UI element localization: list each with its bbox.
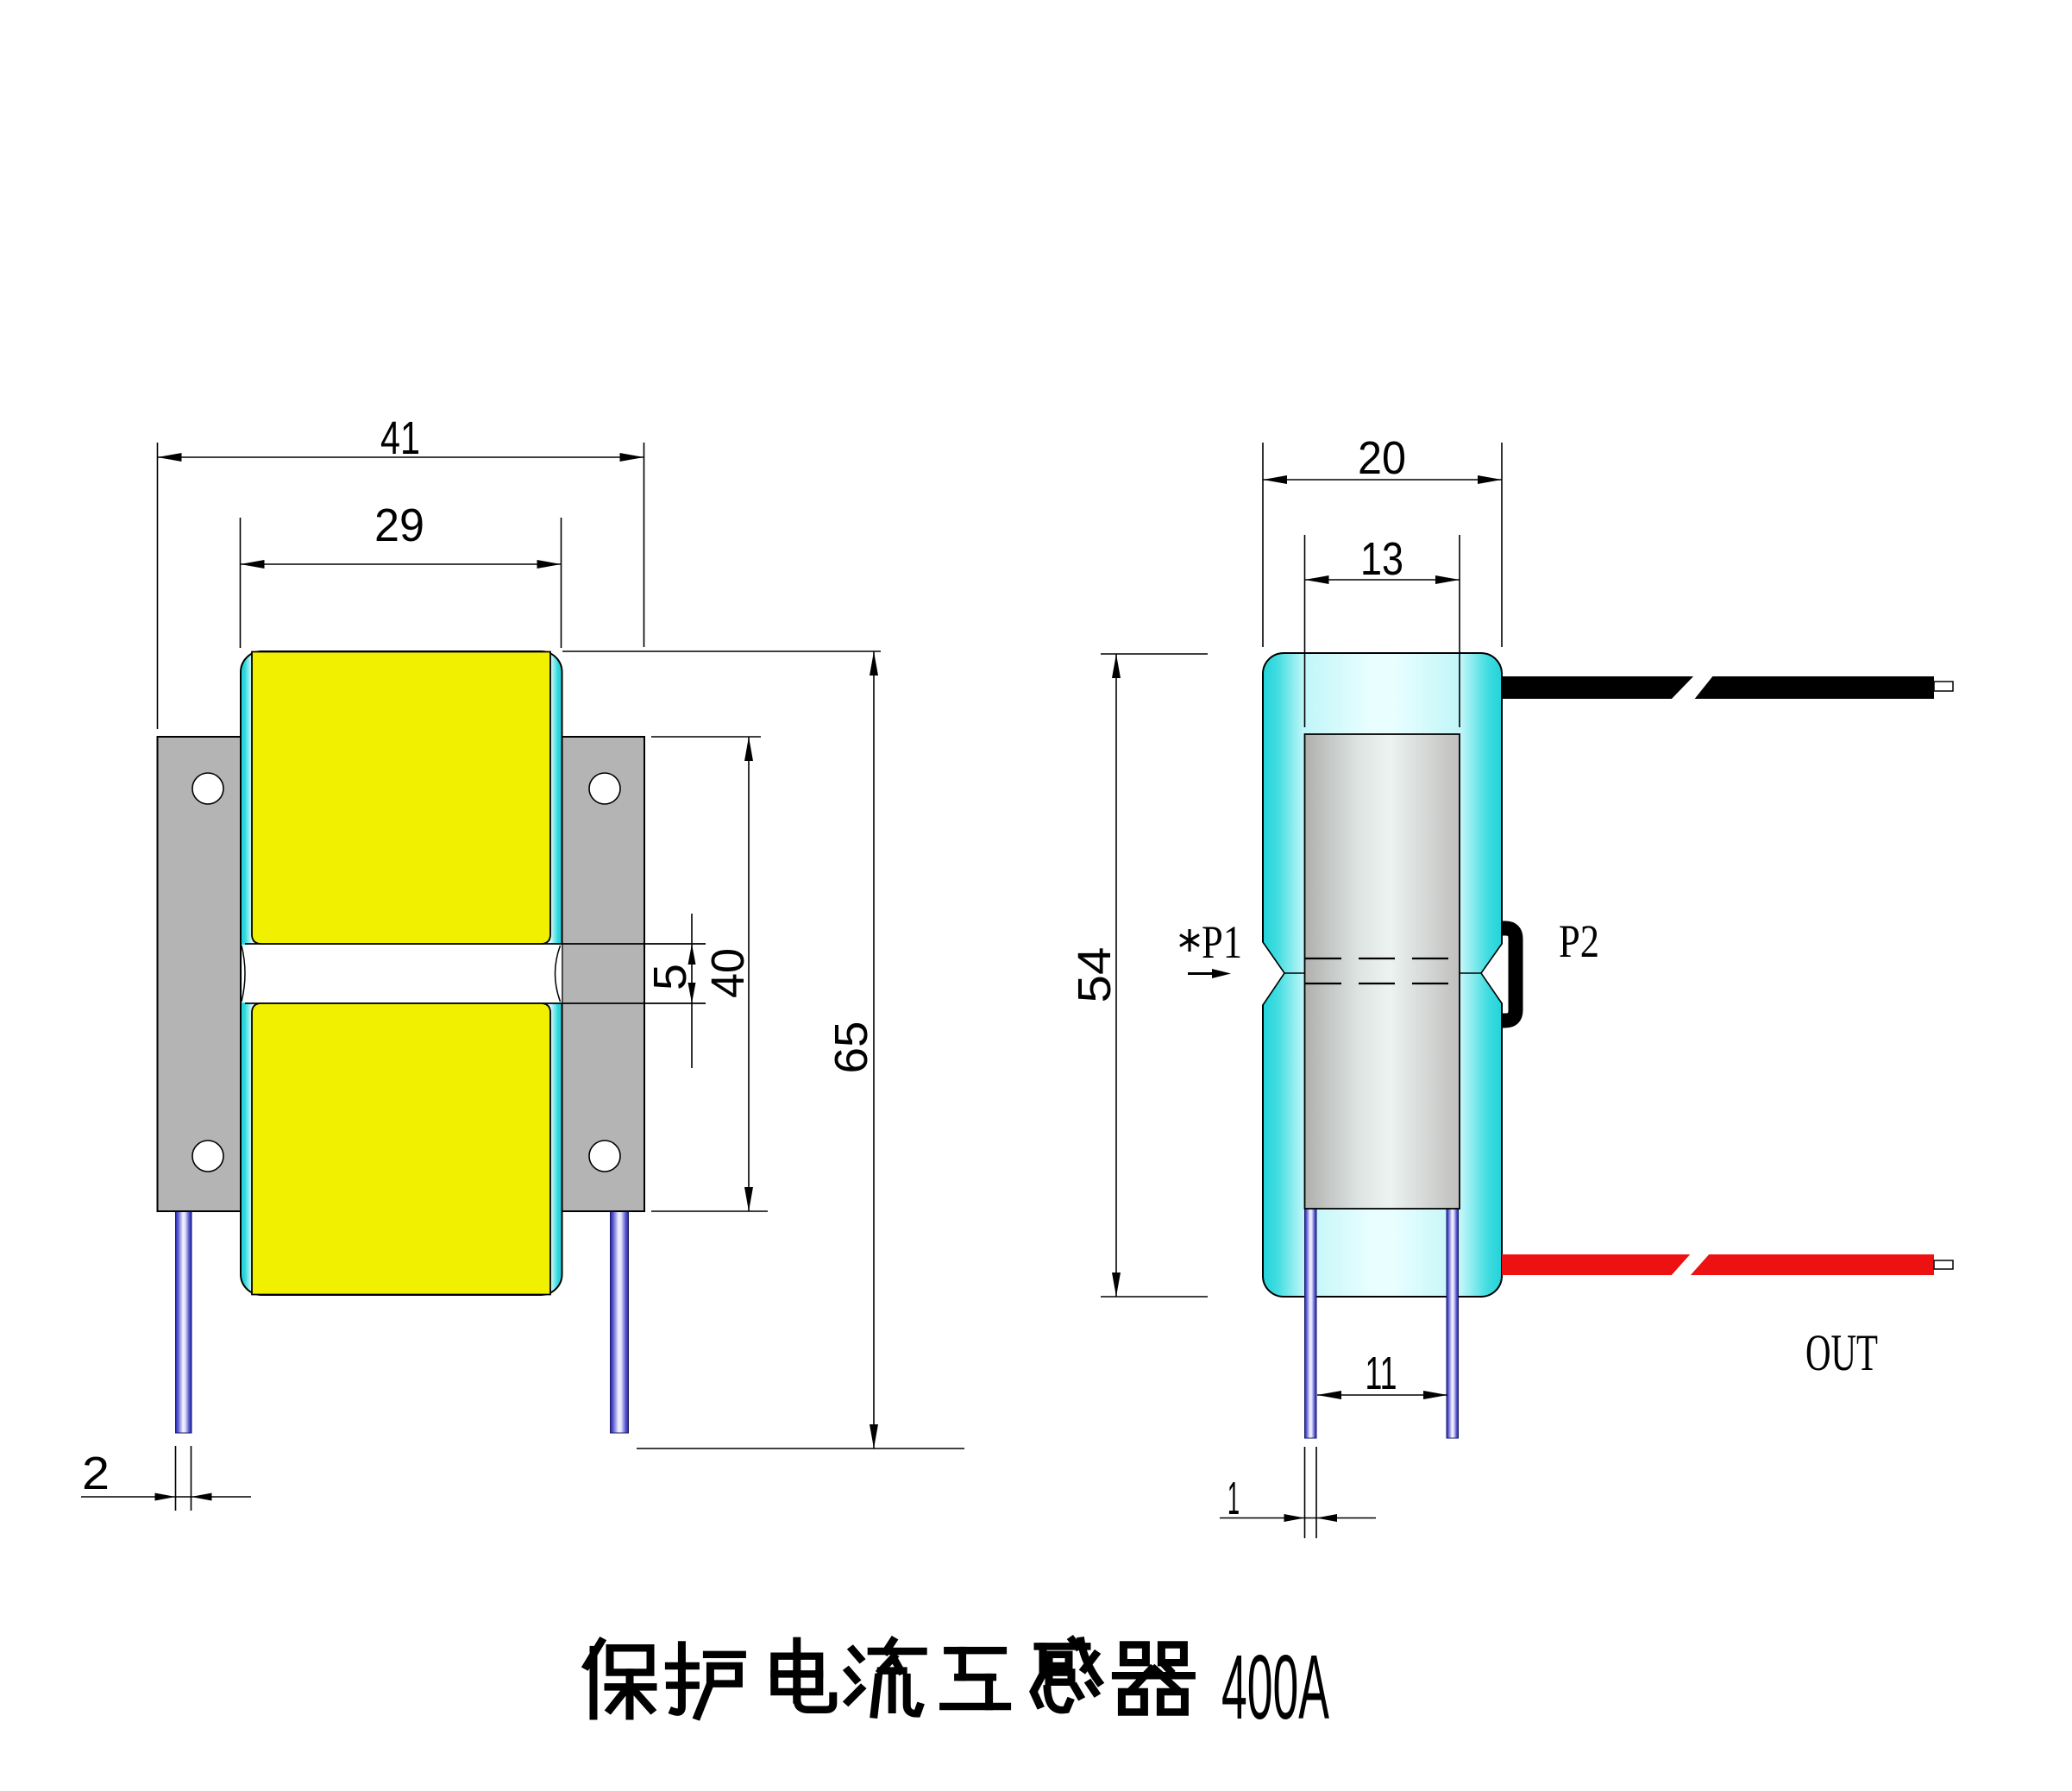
svg-text:5: 5 [644,964,696,990]
svg-text:OUT: OUT [1805,1324,1878,1381]
svg-text:29: 29 [374,500,424,551]
svg-text:65: 65 [826,1021,877,1074]
svg-text:1: 1 [1228,1473,1240,1524]
svg-text:2: 2 [82,1448,110,1499]
svg-text:400A: 400A [1221,1637,1329,1738]
svg-text:40: 40 [702,948,754,998]
svg-text:13: 13 [1360,533,1403,585]
svg-text:11: 11 [1366,1348,1397,1399]
svg-text:54: 54 [1069,947,1121,1003]
svg-text:P2: P2 [1559,915,1599,967]
svg-text:20: 20 [1358,432,1406,484]
svg-text:P1: P1 [1202,916,1242,968]
svg-text:41: 41 [380,412,420,464]
